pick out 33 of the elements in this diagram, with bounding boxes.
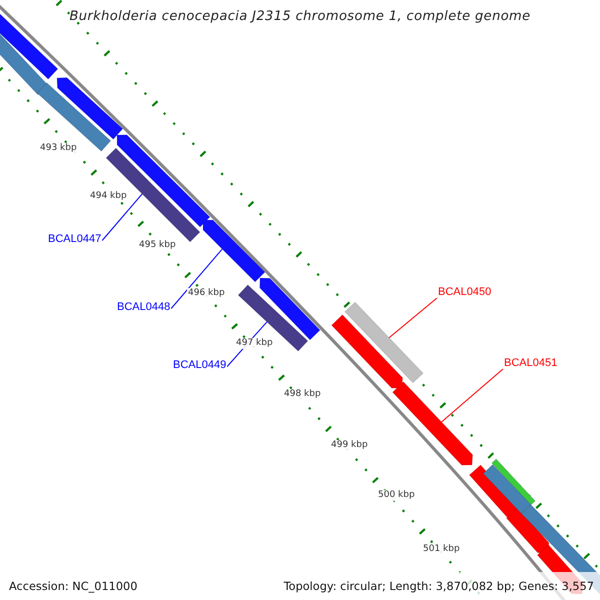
gene-label: BCAL0451 (504, 357, 558, 370)
position-label: 499 kbp (330, 440, 369, 451)
position-label: 500 kbp (377, 490, 416, 501)
position-label: 498 kbp (283, 389, 322, 400)
gene-feature (344, 302, 424, 384)
gene-feature (202, 220, 266, 282)
gene-feature (506, 508, 550, 554)
gene-label: BCAL0448 (117, 301, 170, 314)
leader-line (388, 298, 438, 338)
gene-label: BCAL0450 (438, 286, 492, 299)
position-label: 496 kbp (187, 288, 226, 299)
gene-feature (392, 381, 473, 466)
gene-feature (0, 12, 58, 80)
position-label: 494 kbp (89, 191, 128, 202)
gene-feature (482, 464, 532, 514)
gene-feature (491, 458, 536, 506)
gene-feature (0, 32, 49, 96)
gene-label: BCAL0447 (48, 233, 102, 246)
position-label: 501 kbp (422, 544, 461, 555)
gene-feature (36, 82, 112, 152)
position-label: 497 kbp (235, 338, 274, 349)
position-label: 493 kbp (39, 143, 78, 154)
gene-feature (331, 314, 403, 388)
footer-text: Topology: circular; Length: 3,870,082 bp; Genes: 3,557 (284, 580, 594, 592)
gene-feature (238, 284, 308, 352)
leader-line (102, 194, 143, 241)
leader-line (170, 248, 223, 309)
title: Burkholderia cenocepacia J2315 chromosome 1, complete genome (68, 9, 532, 24)
position-label: 495 kbp (138, 240, 177, 251)
gene-label: BCAL0449 (173, 359, 226, 372)
gene-feature (56, 77, 124, 140)
footer-text: Accession: NC_011000 (9, 580, 138, 592)
leader-line (441, 368, 504, 422)
